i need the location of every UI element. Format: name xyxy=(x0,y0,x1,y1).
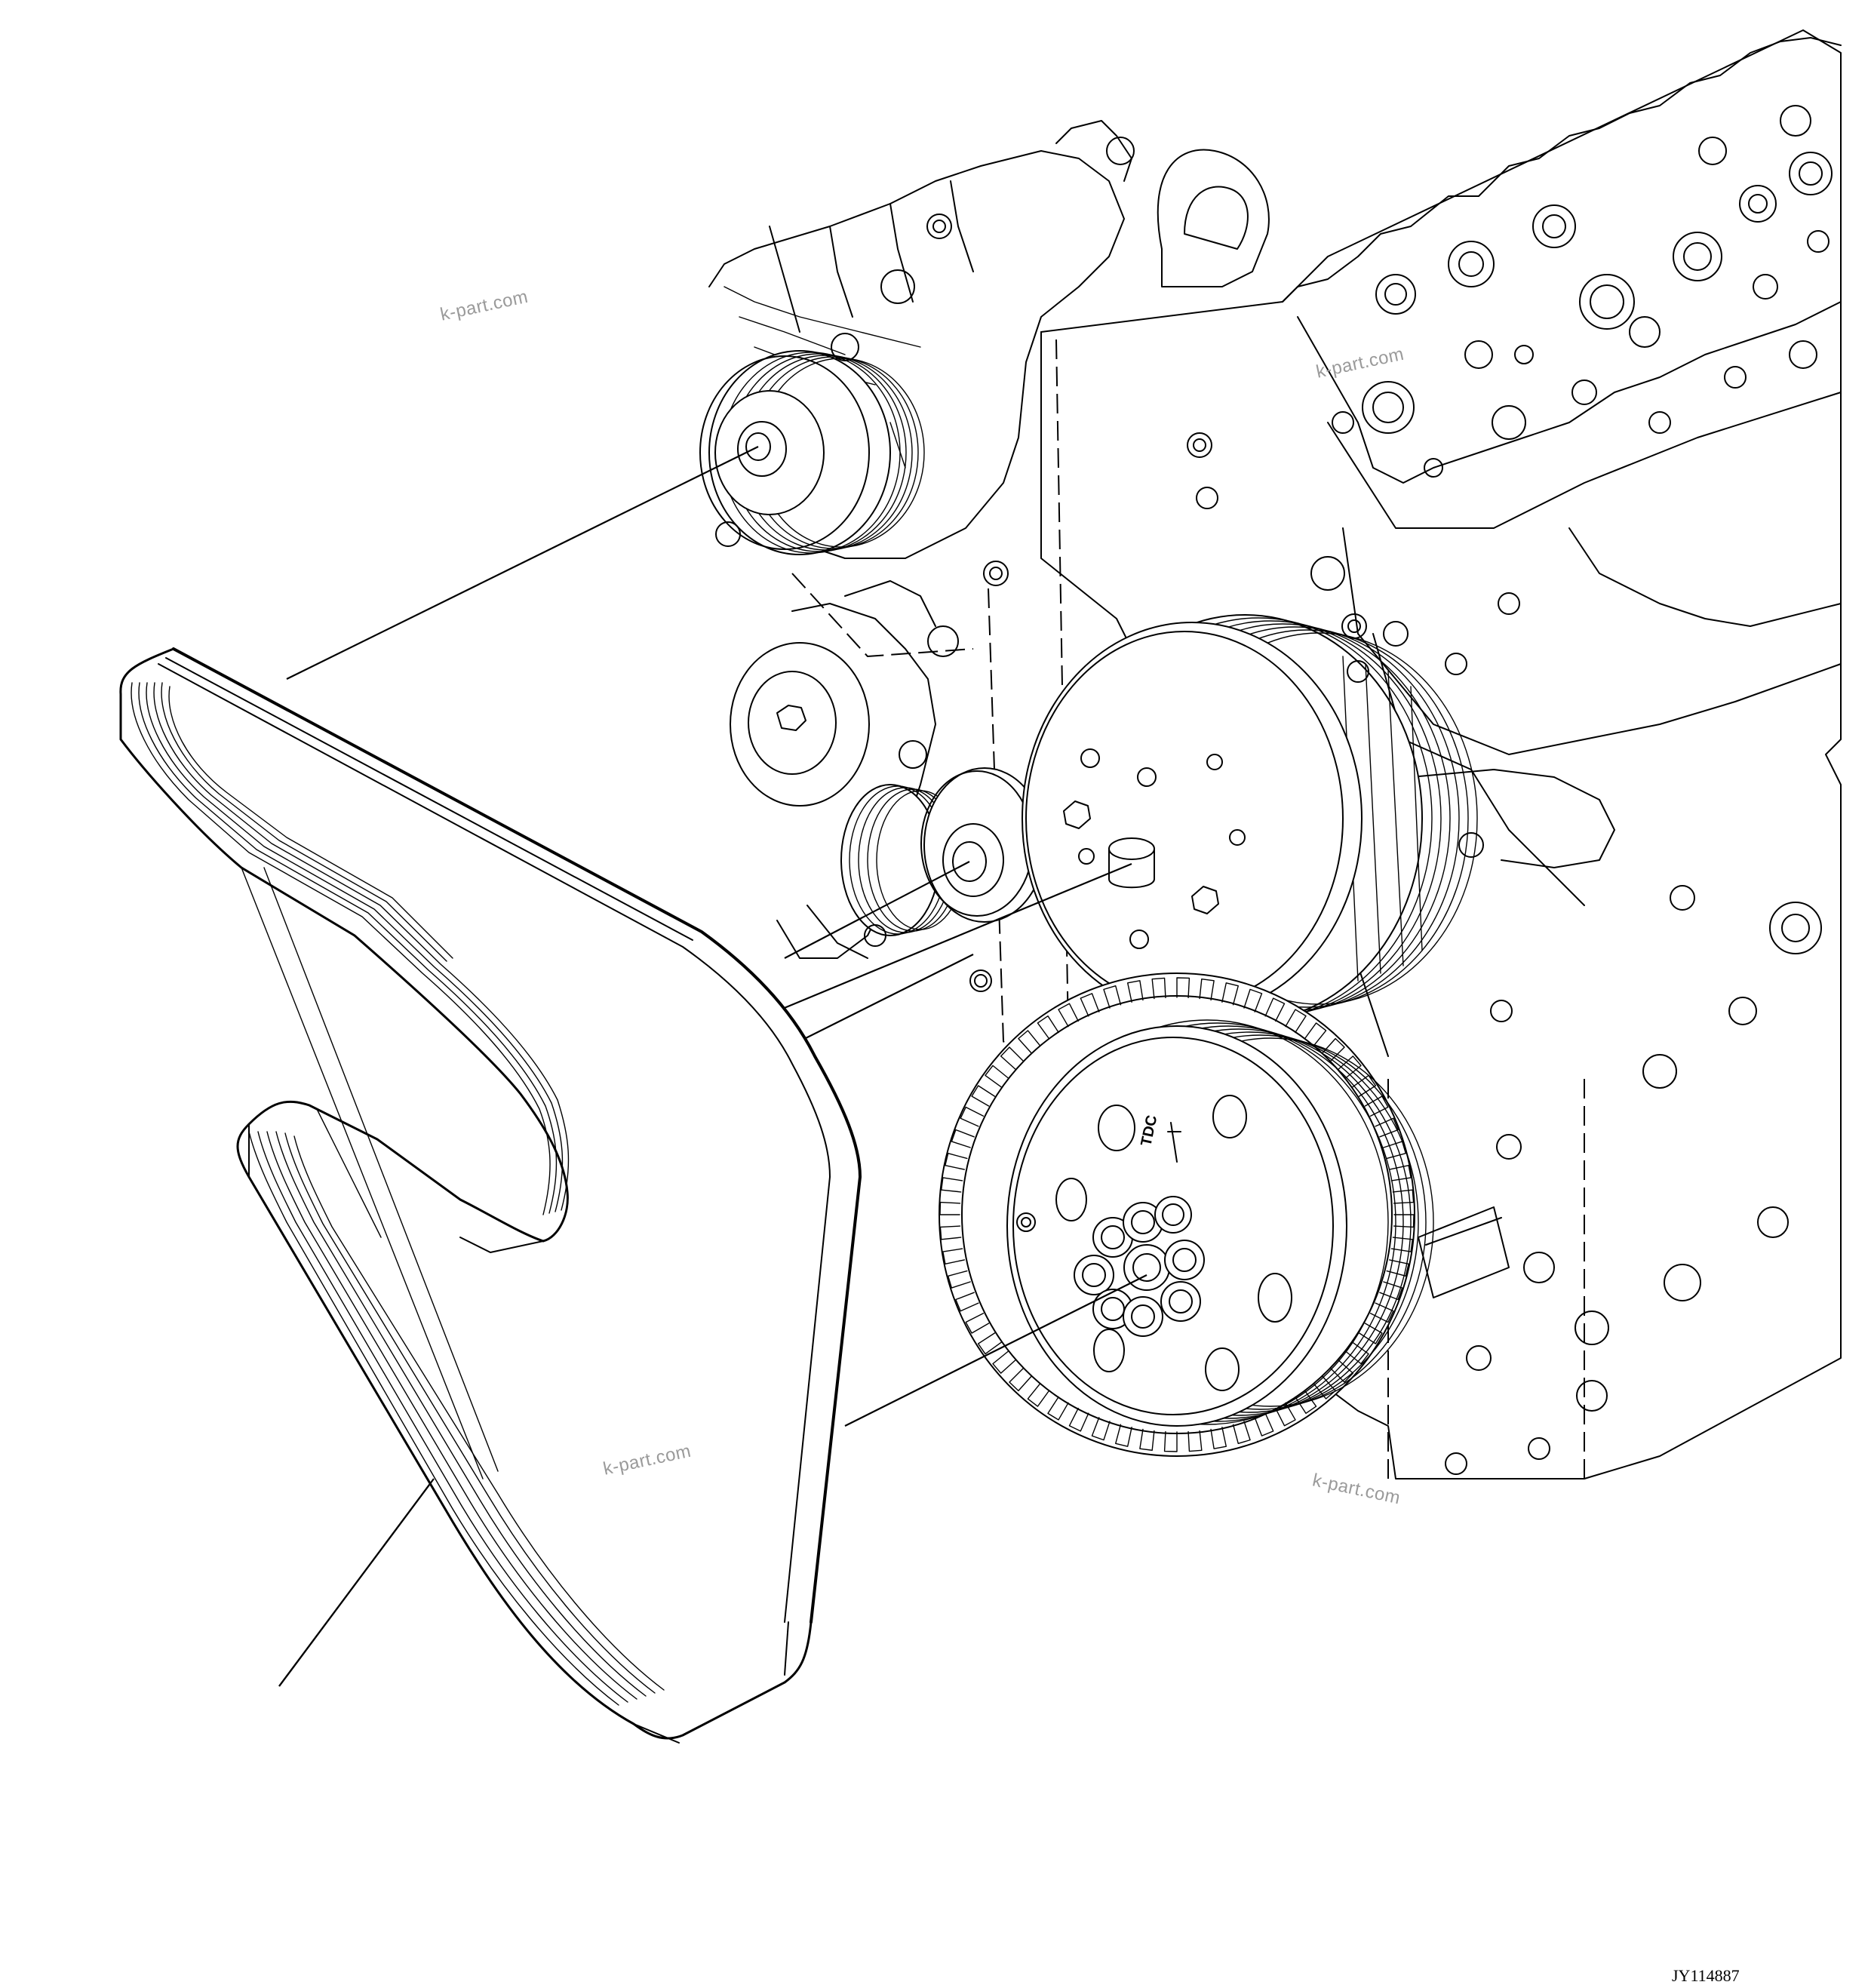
tone-ring-tooth xyxy=(955,1292,979,1312)
tone-ring-tooth xyxy=(1127,980,1144,1003)
tone-ring-tooth xyxy=(960,1106,985,1127)
engine-block xyxy=(791,29,1842,1479)
tone-ring-tooth xyxy=(1345,1341,1369,1365)
tone-ring-tooth xyxy=(1379,1281,1403,1301)
tone-ring-tooth xyxy=(1009,1367,1032,1392)
tensioner xyxy=(730,580,965,959)
tone-ring-tooth xyxy=(985,1065,1009,1088)
tone-ring-tooth xyxy=(1389,1165,1412,1181)
tone-ring-tooth xyxy=(1352,1074,1377,1097)
tone-ring-tooth xyxy=(1047,1396,1069,1421)
tone-ring-tooth xyxy=(1383,1141,1406,1160)
tone-ring-tooth xyxy=(971,1085,996,1107)
tone-ring-tooth xyxy=(1199,979,1215,1001)
figure-id: JY114887 xyxy=(1672,1966,1740,1985)
tone-ring-tooth xyxy=(1139,1428,1155,1451)
tone-ring-tooth xyxy=(948,1270,971,1289)
tone-ring-tooth xyxy=(1187,1430,1203,1452)
tone-ring-tooth xyxy=(1103,985,1122,1009)
idler-pulley xyxy=(920,767,1046,923)
tone-ring-tooth xyxy=(1058,1003,1079,1028)
belt-callout-leader xyxy=(278,1478,435,1687)
tone-ring-tooth xyxy=(1027,1383,1050,1407)
tone-ring-tooth xyxy=(992,1350,1016,1374)
tone-ring-tooth xyxy=(965,1313,990,1334)
tone-ring-tooth xyxy=(1304,1022,1327,1046)
tone-ring-tooth xyxy=(942,1248,965,1264)
tone-ring-tooth xyxy=(977,1332,1002,1355)
tone-ring-tooth xyxy=(939,1225,962,1240)
fan-drive-pulley xyxy=(1022,614,1478,1023)
tone-ring-tooth xyxy=(1313,1375,1336,1400)
tone-ring-tooth xyxy=(1068,1407,1089,1432)
serpentine-belt xyxy=(119,647,862,1744)
alternator-pulley xyxy=(699,350,925,555)
tone-ring-tooth xyxy=(1091,1417,1111,1441)
tone-ring-tooth xyxy=(951,1129,975,1148)
tone-ring-tooth xyxy=(1221,982,1239,1006)
tone-ring-tooth xyxy=(1018,1030,1041,1054)
tone-ring-tooth xyxy=(1386,1259,1409,1277)
tone-ring-tooth xyxy=(1275,1402,1296,1427)
tone-ring-tooth xyxy=(1115,1424,1132,1447)
fastener-bolts xyxy=(926,214,1369,1232)
tone-ring-tooth xyxy=(1151,977,1166,1000)
tone-ring-tooth xyxy=(1210,1427,1227,1449)
tone-ring-tooth xyxy=(1232,1421,1251,1444)
tone-ring-tooth xyxy=(1254,1412,1274,1436)
tone-ring-tooth xyxy=(1392,1189,1415,1204)
tone-ring-tooth xyxy=(1369,1302,1394,1323)
tone-ring-tooth xyxy=(1037,1015,1059,1040)
crankshaft-damper: TDC xyxy=(939,972,1434,1457)
tone-ring-tooth xyxy=(1163,1430,1178,1452)
tone-ring-tooth xyxy=(1285,1009,1307,1034)
tone-ring-tooth xyxy=(945,1153,968,1170)
tone-ring-tooth xyxy=(1358,1323,1383,1344)
tone-ring-tooth xyxy=(1375,1117,1399,1138)
alternator xyxy=(699,120,1135,559)
tone-ring-tooth xyxy=(939,1201,961,1215)
tone-ring-tooth xyxy=(1264,997,1286,1022)
tone-ring-tooth xyxy=(1243,988,1263,1012)
tone-ring-tooth xyxy=(941,1177,963,1193)
tone-ring-tooth xyxy=(1000,1046,1025,1070)
tone-ring-tooth xyxy=(1080,993,1100,1017)
tone-ring-tooth xyxy=(1176,977,1190,999)
